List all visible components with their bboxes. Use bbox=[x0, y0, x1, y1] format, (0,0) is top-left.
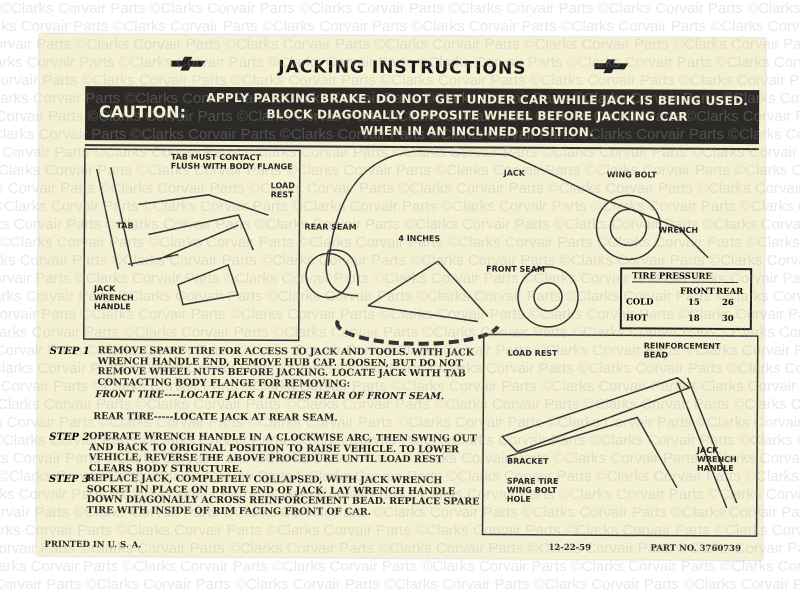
print-date: 12-22-59 bbox=[548, 542, 592, 554]
label-bracket: BRACKET bbox=[506, 456, 549, 466]
jack-detail-box bbox=[82, 148, 301, 342]
row-label: COLD bbox=[625, 297, 654, 308]
label-load-rest: LOAD REST bbox=[507, 348, 558, 358]
label-4-inches: 4 INCHES bbox=[398, 233, 441, 244]
step-number: STEP 3 bbox=[48, 473, 90, 486]
cell: 26 bbox=[721, 297, 734, 309]
col-header: FRONT bbox=[680, 286, 715, 297]
label-jack-wrench-handle: JACK WRENCH HANDLE bbox=[93, 284, 134, 312]
label-jack: JACK bbox=[503, 168, 526, 178]
front-tire-text: FRONT TIRE----LOCATE JACK 4 INCHES REAR … bbox=[95, 389, 445, 403]
printed-in-usa: PRINTED IN U. S. A. bbox=[44, 539, 142, 551]
step-number: STEP 1 bbox=[49, 345, 90, 358]
tire-pressure-title: TIRE PRESSURE bbox=[632, 271, 739, 284]
step-3-text: REPLACE JACK, COMPLETELY COLLAPSED, WITH… bbox=[86, 473, 480, 518]
label-reinforcement-bead: REINFORCEMENT BEAD bbox=[643, 341, 721, 360]
tire-pressure-table: TIRE PRESSURE FRONT REAR COLD 15 26 HOT … bbox=[619, 267, 753, 331]
label-front-seam: FRONT SEAM bbox=[486, 264, 545, 274]
cell: 30 bbox=[721, 313, 734, 325]
illustrations bbox=[82, 148, 759, 537]
label-wrench: WRENCH bbox=[658, 225, 699, 235]
chevrolet-bowtie-icon bbox=[594, 59, 629, 74]
label-tab: TAB bbox=[116, 221, 134, 231]
part-number: PART NO. 3760739 bbox=[650, 543, 742, 555]
step-2-text: OPERATE WRENCH HANDLE IN A CLOCKWISE ARC… bbox=[88, 431, 477, 475]
jacking-instructions-decal: JACKING INSTRUCTIONS CAUTION: APPLY PARK… bbox=[36, 33, 766, 561]
cell: 15 bbox=[687, 297, 700, 308]
cell: 18 bbox=[687, 313, 700, 324]
rear-tire-text: REAR TIRE-----LOCATE JACK AT REAR SEAM. bbox=[93, 411, 338, 424]
storage-detail-box bbox=[481, 333, 759, 537]
label-rear-seam: REAR SEAM bbox=[304, 222, 357, 232]
col-header: REAR bbox=[716, 286, 744, 298]
label-tab-contact: TAB MUST CONTACT FLUSH WITH BODY FLANGE bbox=[170, 152, 293, 172]
label-load-rest: LOAD REST bbox=[270, 181, 295, 200]
label-jack-wrench-handle: JACK WRENCH HANDLE bbox=[696, 445, 737, 474]
label-wing-bolt: WING BOLT bbox=[606, 170, 657, 180]
label-spare-tire-wing-bolt-hole: SPARE TIRE WING BOLT HOLE bbox=[506, 476, 559, 504]
step-number: STEP 2 bbox=[49, 431, 90, 444]
chevrolet-bowtie-icon bbox=[171, 56, 206, 71]
row-label: HOT bbox=[625, 313, 648, 324]
step-1-text: REMOVE SPARE TIRE FOR ACCESS TO JACK AND… bbox=[97, 345, 475, 390]
